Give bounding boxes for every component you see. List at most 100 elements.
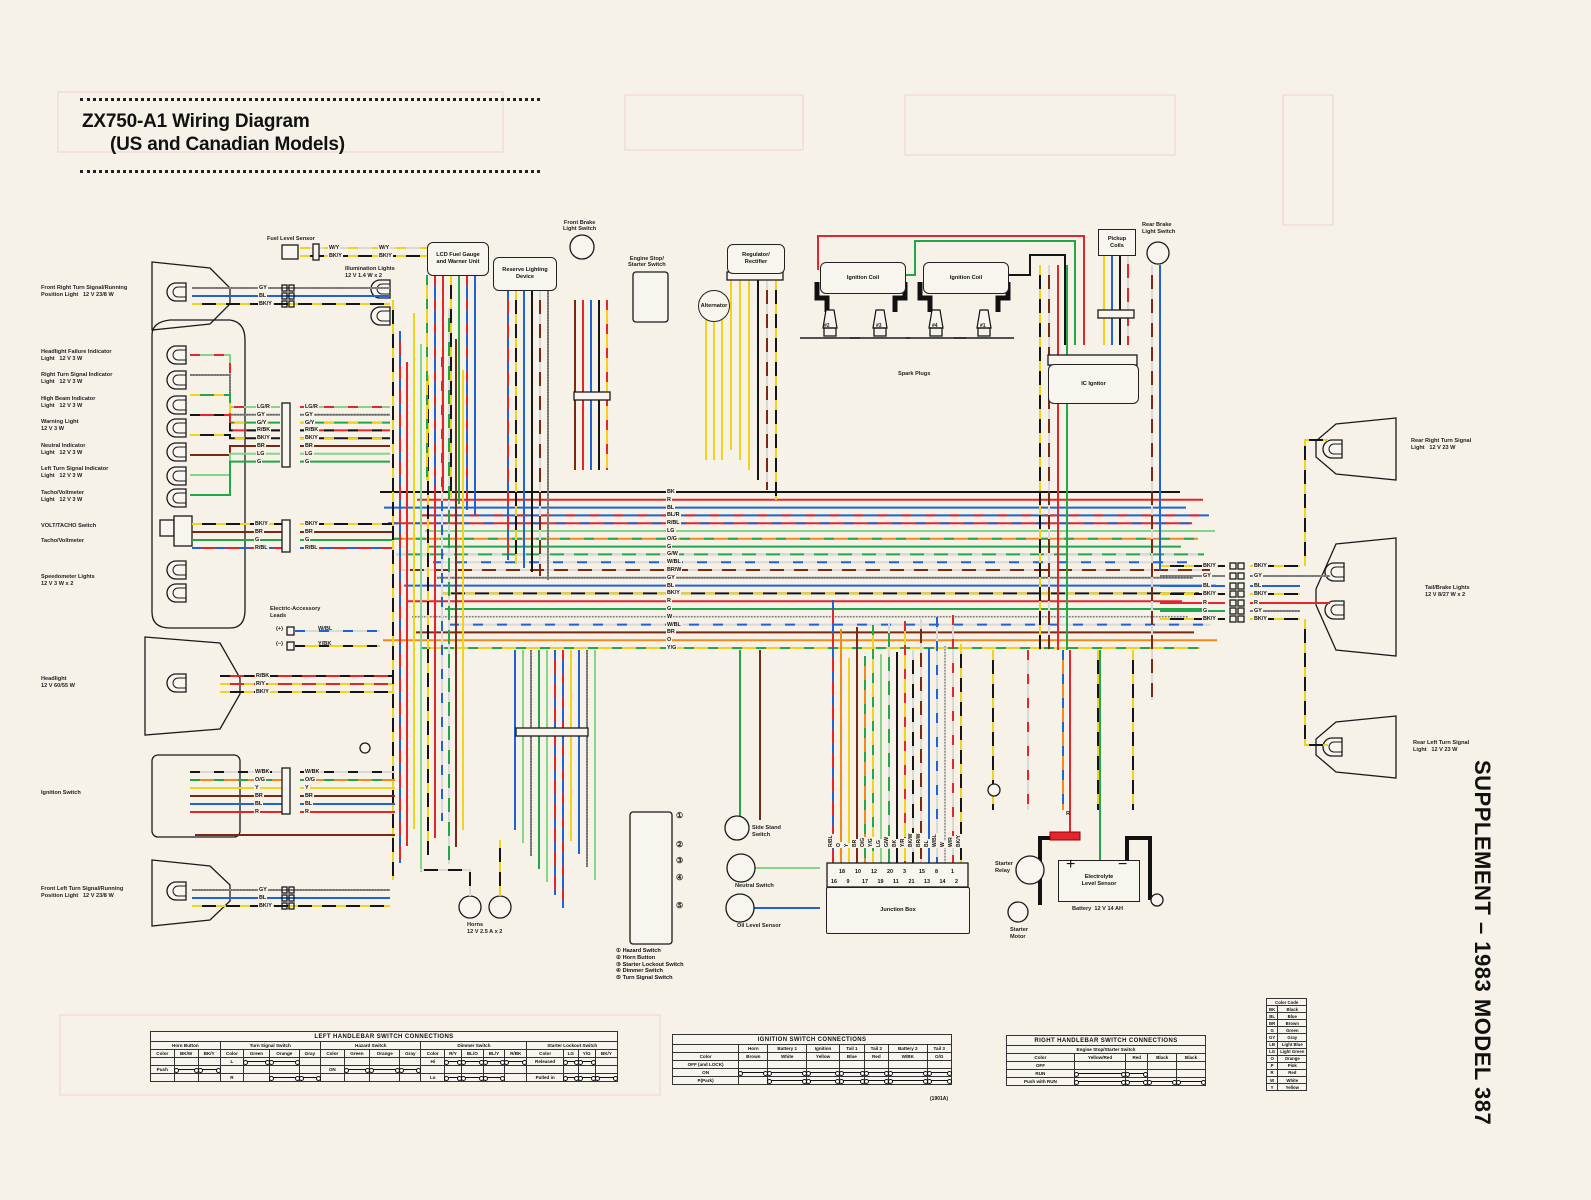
- table-cell: Brown: [738, 1052, 769, 1061]
- table-cell: IGNITION SWITCH CONNECTIONS: [672, 1034, 952, 1045]
- connection-line-icon: [767, 1070, 808, 1076]
- connection-line: [298, 1073, 322, 1082]
- headlight-bulb-filament: [172, 677, 186, 689]
- connection-line-icon: [926, 1070, 952, 1076]
- connection-line: [444, 1073, 462, 1082]
- connection-line-icon: [738, 1070, 769, 1076]
- table-cell: GY: [1265, 1033, 1279, 1042]
- table-group-row: Engine Stop/Starter Switch: [1006, 1045, 1206, 1054]
- connection-line-icon: [343, 1067, 371, 1073]
- harness-wire-label: Y/G: [666, 645, 678, 651]
- instrument-wire-label: BK/Y: [256, 435, 271, 442]
- junction-pin: 17: [862, 879, 868, 885]
- table-cell: Color: [320, 1049, 345, 1058]
- connection-line: [482, 1057, 506, 1066]
- tacho-wire-label: R/BL: [254, 545, 269, 551]
- instrument-wire: [190, 354, 280, 408]
- table-cell: RUN: [1006, 1069, 1075, 1078]
- connection-line: [839, 1076, 866, 1085]
- fuel-wire-label: BK/Y: [378, 253, 393, 259]
- table-cell: [197, 1057, 221, 1066]
- left-label: Warning Light 12 V 3 W: [41, 419, 79, 432]
- ignition-wire-label: BL: [304, 801, 314, 807]
- table-row: OFF: [1006, 1061, 1206, 1070]
- table-cell: [460, 1065, 484, 1074]
- rear-wire-label: GY: [1253, 573, 1263, 579]
- connection-line: [863, 1068, 890, 1077]
- rear-wire-label: BK/Y: [1202, 616, 1217, 622]
- accessory-wire-1: W/BL: [318, 626, 333, 632]
- junction-wire-label: W: [940, 841, 946, 848]
- rear-left-turn-label: Rear Left Turn Signal Light 12 V 23 W: [1413, 740, 1470, 753]
- instrument-wire-label: G: [304, 458, 311, 465]
- table-cell: [197, 1073, 221, 1082]
- ignition-wire-label: Y: [254, 785, 260, 791]
- table-cell: ON: [320, 1065, 345, 1074]
- front-right-bulb-filament: [172, 286, 186, 298]
- left-label: Right Turn Signal Indicator Light 12 V 3…: [41, 372, 113, 385]
- table-cell: [399, 1057, 422, 1066]
- page-title: ZX750-A1 Wiring Diagram (US and Canadian…: [82, 110, 345, 156]
- oil-level-sensor: [725, 893, 755, 923]
- table-cell: Black: [1176, 1053, 1206, 1062]
- rear-connector: [1237, 607, 1245, 615]
- table-cell: O: [1265, 1054, 1279, 1063]
- connector: [288, 292, 295, 300]
- rear-right-bulb: [1322, 439, 1343, 459]
- table-cell: Hazard Switch: [320, 1041, 422, 1050]
- harness-wire-label: BR/W: [666, 567, 683, 573]
- accessory-terminal: [286, 626, 295, 636]
- table-cell: Color: [420, 1049, 446, 1058]
- table-cell: Hi: [420, 1057, 446, 1066]
- connection-line: [173, 1065, 199, 1074]
- connection-line: [482, 1073, 506, 1082]
- front-right-wire-label: BK/Y: [258, 301, 273, 307]
- table-cell: [219, 1065, 245, 1074]
- connection-line-icon: [460, 1075, 484, 1081]
- engine-stop-connector: [573, 391, 611, 401]
- tacho-wire-label: BK/Y: [254, 521, 269, 527]
- connection-line-icon: [888, 1070, 928, 1076]
- headlight-wire-label: R/Y: [255, 681, 266, 687]
- instrument-wire-label: LG/R: [256, 404, 271, 410]
- connection-line: [738, 1068, 769, 1077]
- table-cell: BK: [1265, 1005, 1279, 1014]
- table-cell: LG: [1265, 1047, 1279, 1056]
- ignition-coil-wire: [905, 240, 1076, 345]
- table-cell: BL/O: [460, 1049, 484, 1058]
- connection-line: [562, 1073, 579, 1082]
- table-cell: Red: [1277, 1068, 1308, 1078]
- spark-plug-number: #2: [824, 323, 830, 329]
- junction-wire-label: O: [836, 842, 842, 848]
- legend-item: ② Horn Button: [616, 954, 656, 961]
- headlight-wire-label: R/BK: [255, 673, 271, 679]
- table-cell: [1125, 1061, 1149, 1070]
- connection-line-icon: [839, 1070, 866, 1076]
- tacho-wire-label: BR: [304, 529, 314, 535]
- table-cell: [343, 1073, 371, 1082]
- engine-stop-switch: [632, 271, 669, 323]
- harness-wire-label: W: [666, 613, 674, 620]
- connection-line: [369, 1065, 401, 1074]
- connection-line: [1073, 1069, 1127, 1078]
- instrument-wire-label: G/Y: [304, 419, 316, 426]
- indicator-bulb-3-filament: [172, 422, 186, 434]
- rear-connector: [1237, 590, 1245, 598]
- junction-pin: 20: [887, 869, 893, 875]
- ignition-wire-label: R: [254, 809, 260, 815]
- table-cell: R: [219, 1073, 245, 1082]
- rear-right-turn-label: Rear Right Turn Signal Light 12 V 23 W: [1411, 438, 1472, 451]
- table-cell: Y: [1265, 1083, 1279, 1092]
- tacho-wire-label: G: [304, 537, 311, 543]
- harness-wire-label: GY: [666, 574, 676, 581]
- junction-wire-label: BR/W: [916, 832, 922, 848]
- table-cell: Released: [526, 1057, 564, 1066]
- table-cell: Gray: [298, 1049, 322, 1058]
- fuel-wire-label: W/Y: [378, 245, 391, 251]
- table-cell: Turn Signal Switch: [219, 1041, 322, 1050]
- table-cell: [839, 1060, 865, 1069]
